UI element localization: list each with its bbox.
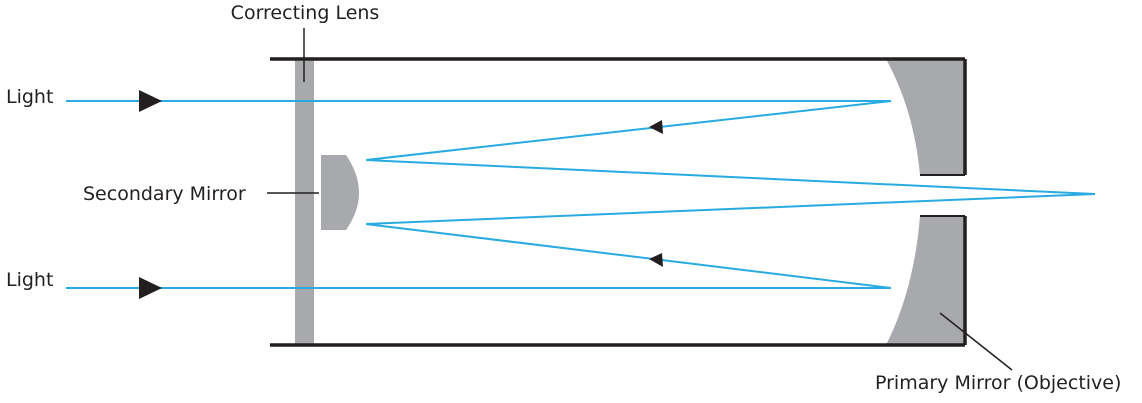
light-label-bottom: Light <box>6 269 53 291</box>
primary-mirror-label: Primary Mirror (Objective) <box>875 372 1121 394</box>
incoming-light-arrow-bottom <box>139 277 162 299</box>
focus-ray-top <box>365 159 1096 195</box>
leader-lines <box>267 28 1013 371</box>
reflected-ray-arrow-bottom <box>649 253 663 267</box>
secondary-mirror <box>321 155 359 230</box>
light-rays <box>66 100 1096 289</box>
primary-mirror-leader <box>939 312 1013 371</box>
correcting-lens-label: Correcting Lens <box>231 2 380 24</box>
incoming-light-arrow-top <box>139 90 162 112</box>
light-label-top: Light <box>6 86 53 108</box>
reflected-ray-bottom <box>365 223 892 289</box>
secondary-mirror-label: Secondary Mirror <box>83 183 246 205</box>
correcting-lens <box>295 59 314 345</box>
reflected-ray-top <box>365 100 892 161</box>
tube <box>270 57 967 347</box>
reflected-ray-arrow-top <box>649 120 663 134</box>
optics <box>295 59 965 345</box>
arrows <box>139 90 663 299</box>
focus-ray-bottom <box>365 193 1096 225</box>
primary-mirror-bottom <box>886 216 965 345</box>
primary-mirror-top <box>886 59 965 175</box>
